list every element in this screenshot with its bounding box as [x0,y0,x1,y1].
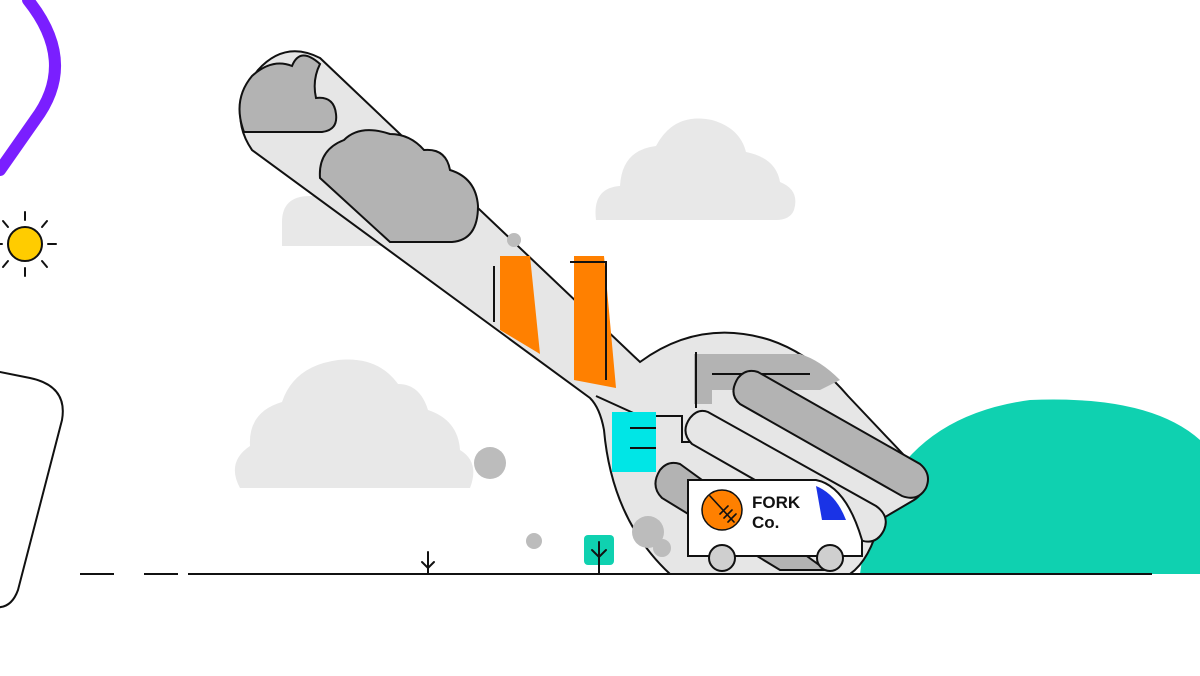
van-logo-line1: FORK [752,493,801,512]
storm-cloud [238,54,338,133]
smoke-puff [632,516,664,548]
chimney-outline [570,261,607,380]
smoke-puff [474,447,506,479]
tree-icon [421,551,435,575]
left-card-outline [0,370,64,609]
light-cloud [595,118,796,220]
sun-icon [0,211,57,277]
storm-cloud [318,129,480,243]
van-logo-line2: Co. [752,513,779,532]
chimney [574,256,616,388]
van-wheel [708,544,736,572]
fork-tine [732,369,929,499]
van-wheel [816,544,844,572]
purple-curve [0,0,61,176]
smoke-puff [507,233,521,247]
light-cloud [234,359,474,488]
green-hill [860,399,1200,574]
fork [238,50,929,575]
fork-icon [709,495,737,523]
smoke-puff [526,533,542,549]
van-windshield [816,486,846,520]
tree-icon [584,535,614,575]
chimney [500,256,540,354]
factory-window [612,412,656,472]
delivery-van: FORK Co. [687,479,863,572]
smoke-puff [653,539,671,557]
